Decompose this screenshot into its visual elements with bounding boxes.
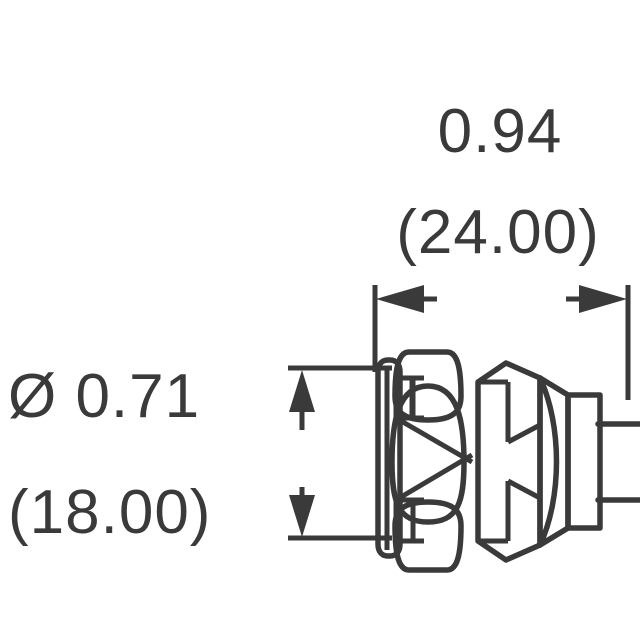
coupling-lobe-bottom [392,499,464,573]
length-arrow-right-icon [579,285,627,313]
rear-face-curve [537,375,560,548]
front-flange [375,357,403,559]
rear-shank [595,421,640,503]
length-primary-value: 0.94 [438,97,563,166]
diameter-arrow-down-icon [289,495,315,537]
diameter-arrow-up-icon [289,370,315,412]
diameter-dimension-group [288,365,383,541]
length-arrow-left-icon [376,285,424,313]
diameter-metric-value: (18.00) [8,478,211,547]
diameter-primary-value: Ø 0.71 [8,362,200,431]
cross-hatch-line-a [394,415,474,465]
hex-chamfer-top [506,422,542,445]
length-metric-value: (24.00) [396,198,599,267]
length-dimension-group [372,285,631,400]
coupling-ellipse [389,383,467,525]
hex-chamfer-bottom [506,478,542,501]
connector-geometry [375,349,640,573]
shoulder-step [565,392,603,531]
cross-hatch-line-b [394,452,474,503]
